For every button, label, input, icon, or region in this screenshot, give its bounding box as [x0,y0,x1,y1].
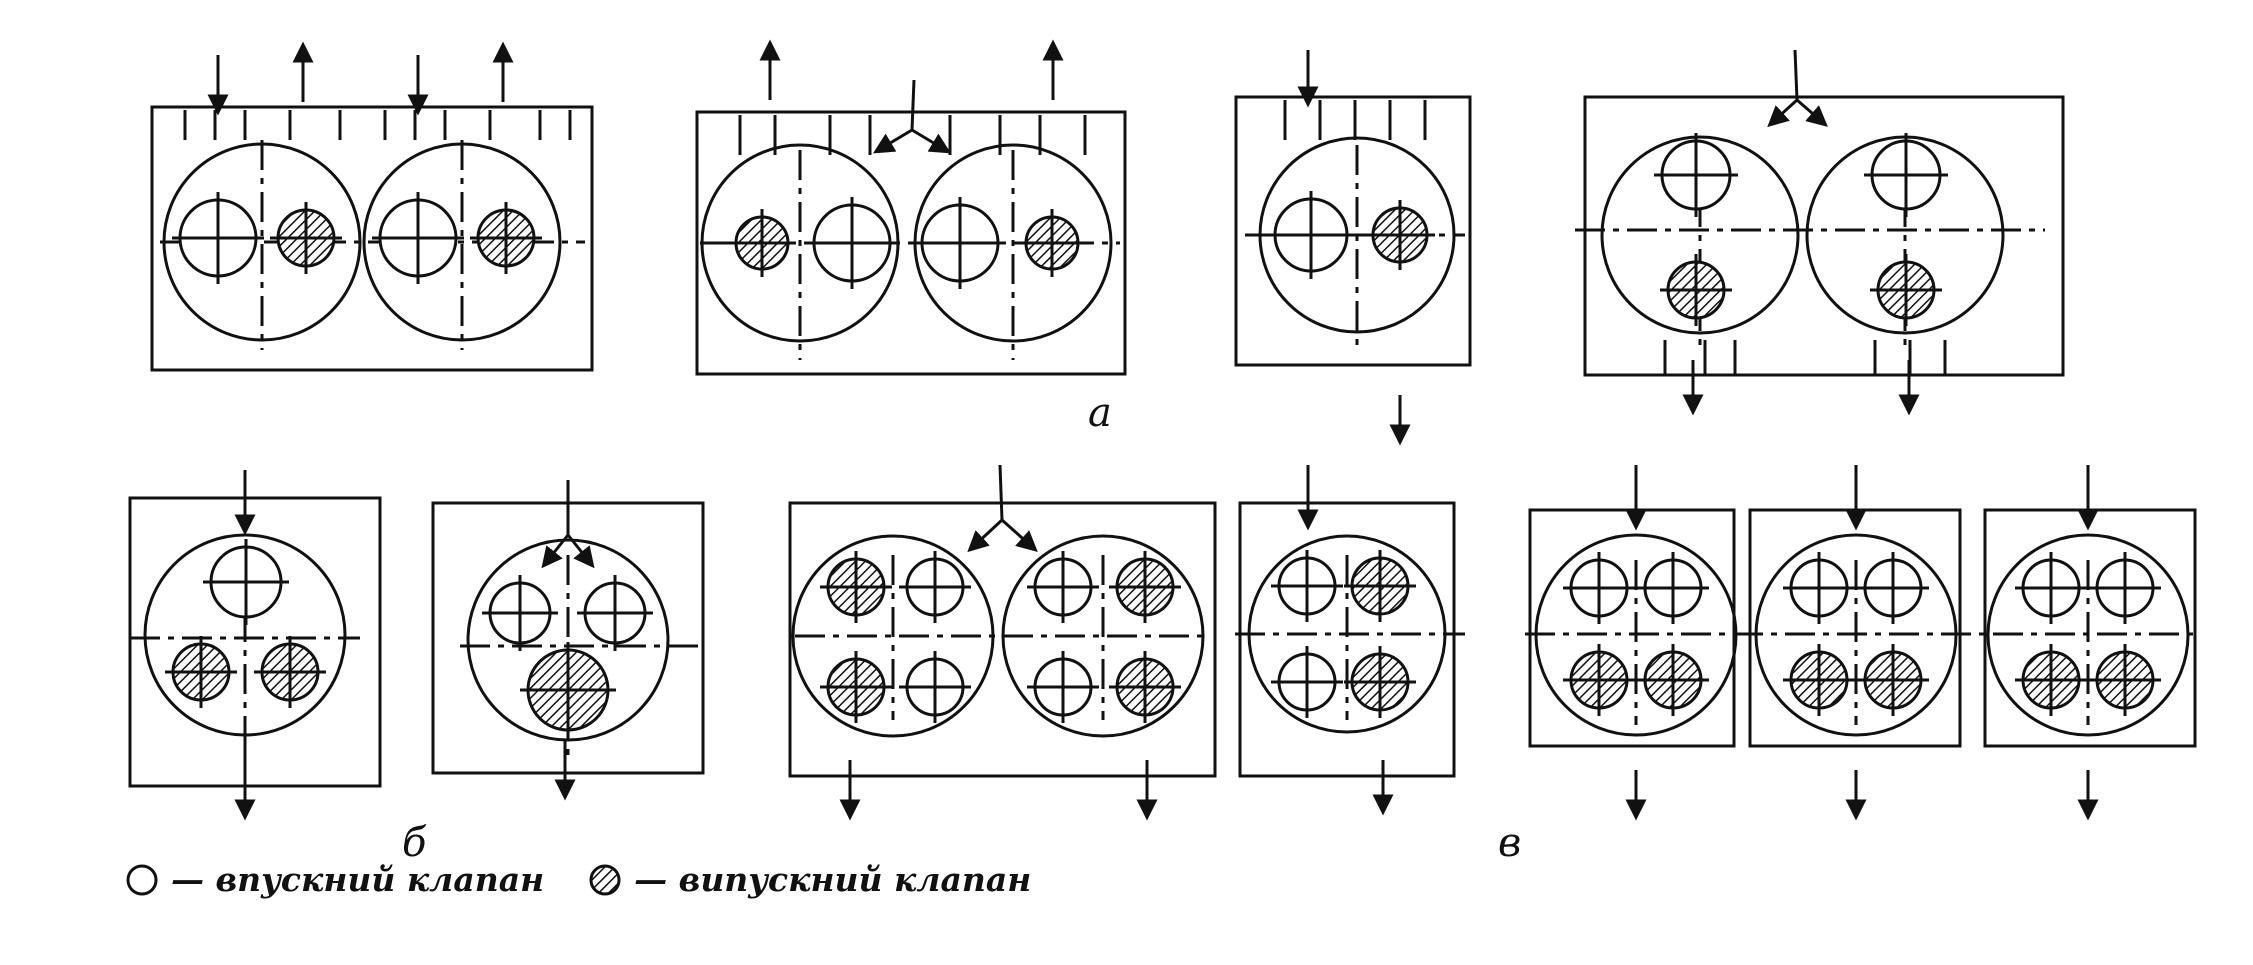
open-circle-icon [126,864,158,895]
figure-label-v: в [1498,820,1522,866]
intake-arrow [1767,98,1799,128]
intake-arrow [566,534,595,569]
legend-exhaust-label: — випускний клапан [634,860,1032,899]
intake-arrow [967,518,1004,553]
legend: — впускний клапан — випускний клапан [125,860,1031,899]
legend-intake: — впускний клапан [125,860,544,899]
cylinder-head-b1 [128,496,382,788]
legend-exhaust: — випускний клапан [588,860,1031,899]
intake-duct [910,79,916,131]
intake-arrow [1001,518,1038,552]
intake-duct [998,464,1004,521]
cylinder-head-b4 [1238,501,1456,778]
intake-arrow [1796,98,1828,127]
cylinder-head-a4 [1583,95,2065,377]
figure-label-b: б [402,820,427,866]
intake-arrow [872,128,913,154]
cylinder-head-a2 [695,110,1127,376]
cylinder-bore [1600,135,1800,335]
figure-label-a: а [1088,390,1112,436]
intake-arrow [541,534,570,569]
intake-duct [1793,49,1799,101]
cylinder-head-v3 [1983,508,2197,748]
hatched-circle-icon [589,864,621,895]
intake-arrow [911,128,952,154]
legend-intake-label: — впускний клапан [171,860,545,899]
cylinder-head-a3 [1234,95,1472,367]
